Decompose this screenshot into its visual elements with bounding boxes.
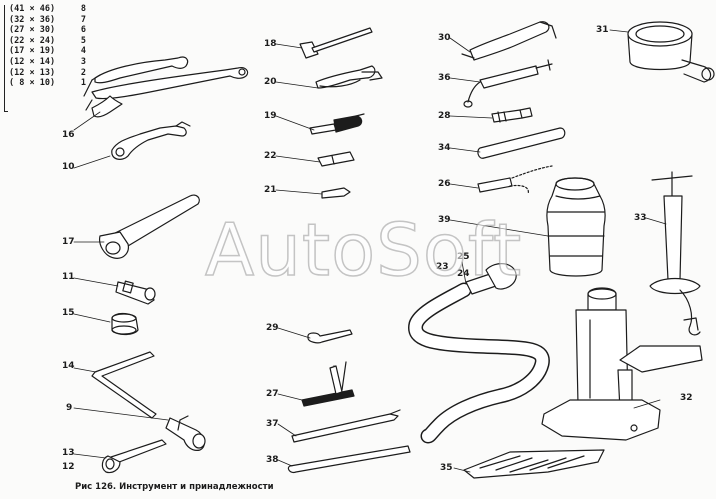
callout-36: 36 (438, 73, 451, 83)
pin-bit-icon (321, 187, 351, 199)
figure-caption: Рис 126. Инструмент и принадлежности (75, 482, 274, 492)
callout-28: 28 (438, 111, 451, 121)
callout-22: 22 (264, 151, 277, 161)
feeler-gauge-icon (301, 361, 355, 407)
size-table-bracket (4, 5, 8, 112)
callout-31: 31 (596, 25, 609, 35)
tube-tool-icon (477, 127, 566, 159)
callout-27: 27 (266, 389, 279, 399)
size-label: (12 × 14) (9, 56, 56, 67)
size-row: (12 × 13) 2 (4, 68, 86, 79)
callout-14: 14 (62, 361, 75, 371)
size-row: ( 8 × 10) 1 (4, 78, 86, 89)
size-number: 4 (80, 46, 86, 57)
spark-plug-socket-icon (115, 280, 156, 305)
size-row: (32 × 36) 7 (4, 15, 86, 26)
size-label: (27 × 30) (9, 25, 56, 36)
pliers-icon (315, 65, 383, 89)
size-number: 1 (80, 78, 86, 89)
size-row: (17 × 19) 4 (4, 46, 86, 57)
pressure-gauge-icon (627, 21, 715, 83)
size-label: (22 × 24) (9, 35, 56, 46)
size-number: 8 (80, 4, 86, 14)
tire-lever-icon (287, 445, 411, 473)
size-label: ( 8 × 10) (9, 78, 56, 89)
callout-17: 17 (62, 237, 75, 247)
callout-18: 18 (264, 39, 277, 49)
callout-25: 25 (457, 252, 470, 262)
open-end-wrenches-icon (83, 56, 249, 118)
callout-37: 37 (266, 419, 279, 429)
socket-l-wrench-icon (99, 194, 200, 259)
callout-9: 9 (66, 403, 73, 413)
callout-29: 29 (266, 323, 279, 333)
callout-30: 30 (438, 33, 451, 43)
hammer-icon (299, 27, 373, 59)
size-row: (41 × 46) 8 (4, 4, 86, 15)
size-number: 5 (80, 35, 86, 46)
size-row: (27 × 30) 6 (4, 25, 86, 36)
socket-l-small-icon (101, 439, 167, 474)
callout-10: 10 (62, 162, 75, 172)
callout-23: 23 (436, 262, 449, 272)
plug-icon (307, 329, 353, 344)
callout-35: 35 (440, 463, 453, 473)
size-label: (41 × 46) (9, 4, 56, 14)
hydraulic-jack-icon (541, 287, 703, 441)
tool-bag-icon (463, 449, 605, 479)
screwdriver-icon (309, 113, 365, 135)
size-row: (22 × 24) 5 (4, 36, 86, 47)
callout-38: 38 (266, 455, 279, 465)
thermos-bottle-icon (546, 177, 606, 277)
size-number: 6 (80, 25, 86, 36)
tube-wrench-icon (165, 415, 206, 451)
callout-13: 13 (62, 448, 75, 458)
oil-syringe-icon (463, 59, 553, 108)
socket-head-icon (111, 312, 139, 336)
callout-20: 20 (264, 77, 277, 87)
box-wrench-icon (111, 121, 191, 160)
size-row: (12 × 14) 3 (4, 57, 86, 68)
size-number: 3 (80, 56, 86, 67)
hex-key-icon (91, 351, 157, 419)
callout-26: 26 (438, 179, 451, 189)
callout-21: 21 (264, 185, 277, 195)
pry-bar-icon (291, 409, 401, 443)
callout-16: 16 (62, 130, 75, 140)
callout-15: 15 (62, 308, 75, 318)
callout-39: 39 (438, 215, 451, 225)
size-label: (32 × 36) (9, 14, 56, 25)
leader-lines (73, 29, 667, 473)
callout-32: 32 (680, 393, 693, 403)
grease-gun-icon (461, 21, 557, 61)
screwdriver-bit-icon (317, 151, 355, 167)
size-label: (17 × 19) (9, 46, 56, 57)
tire-pump-icon (649, 171, 701, 336)
callout-12: 12 (62, 462, 75, 472)
wrench-size-table: (41 × 46) 8 (32 × 36) 7 (27 × 30) 6 (22 × 2… (4, 4, 86, 112)
tire-gauge-icon (491, 107, 533, 123)
callout-24: 24 (457, 269, 470, 279)
size-number: 7 (80, 14, 86, 25)
air-hose-icon (408, 263, 550, 444)
callout-19: 19 (264, 111, 277, 121)
size-label: (12 × 13) (9, 67, 56, 78)
callout-33: 33 (634, 213, 647, 223)
chain-tool-icon (477, 165, 553, 195)
callout-11: 11 (62, 272, 75, 282)
callout-34: 34 (438, 143, 451, 153)
size-number: 2 (80, 67, 86, 78)
